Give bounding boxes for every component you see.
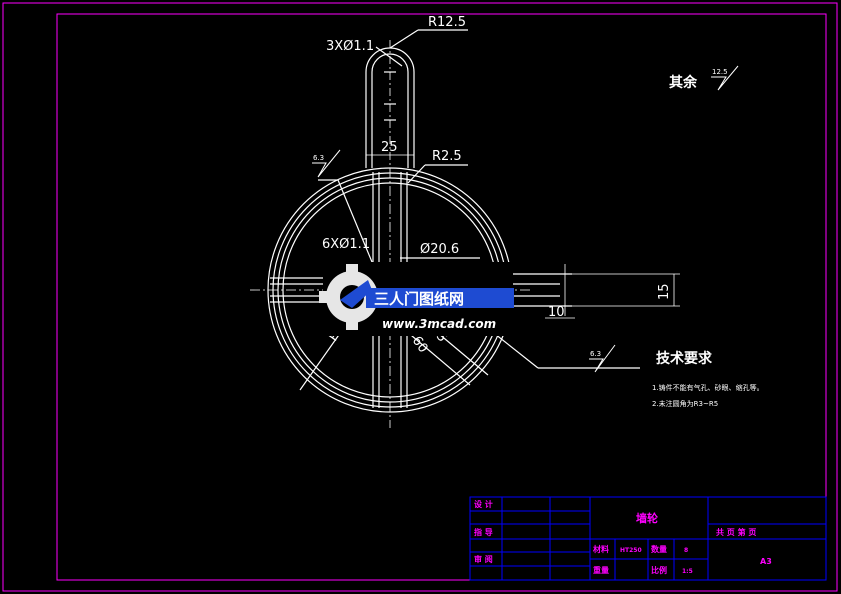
dim-15: 15: [657, 283, 672, 300]
svg-text:6.3: 6.3: [313, 154, 324, 162]
watermark-url: www.3mcad.com: [382, 317, 496, 331]
scale-label: 比例: [651, 565, 667, 575]
surface-finish-rim: 6.3: [589, 344, 616, 373]
title-block: [469, 496, 827, 581]
dim-width-25: 25: [381, 140, 398, 155]
tech-requirement-1: 1.铸件不能有气孔、砂眼、缩孔等。: [652, 383, 764, 392]
sheet-label: 共 页 第 页: [716, 527, 756, 537]
weight-label: 重量: [593, 565, 609, 575]
dim-dia-20-6: Ø20.6: [420, 242, 459, 257]
dim-r12-5: R12.5: [428, 15, 466, 30]
quantity-label: 数量: [651, 544, 667, 554]
dim-r2-5: R2.5: [432, 149, 462, 164]
dim-holes-3x: 3XØ1.1: [326, 39, 374, 54]
approver-label: 审 阅: [474, 554, 493, 564]
dim-10: 10: [548, 305, 565, 320]
inner-frame: [56, 13, 827, 581]
dim-60: 60: [409, 334, 431, 356]
part-name: 墙轮: [636, 511, 658, 525]
quantity-value: 8: [684, 547, 688, 554]
general-finish-label: 其余: [669, 74, 698, 91]
svg-text:12.5: 12.5: [712, 68, 728, 76]
tech-requirements: 技术要求 1.铸件不能有气孔、砂眼、缩孔等。 2.未注圆角为R3~R5: [652, 350, 764, 408]
watermark-brand: 三人门图纸网: [374, 290, 464, 308]
handle-outline: [365, 47, 415, 168]
tech-requirement-2: 2.未注圆角为R3~R5: [652, 399, 718, 408]
sheet-size: A3: [760, 557, 772, 566]
svg-text:6.3: 6.3: [590, 350, 601, 358]
dim-holes-6x: 6XØ1.1: [322, 237, 370, 252]
material-label: 材料: [593, 544, 609, 554]
checker-label: 指 导: [474, 527, 493, 537]
surface-finish-spoke: 6.3: [312, 149, 341, 178]
designer-label: 设 计: [474, 499, 493, 509]
tech-requirements-title: 技术要求: [656, 350, 713, 367]
surface-finish-general: 其余 12.5: [669, 65, 739, 91]
watermark: 三人门图纸网 www.3mcad.com: [319, 262, 514, 336]
material-value: HT250: [620, 547, 642, 554]
scale-value: 1:5: [682, 568, 693, 575]
gear-icon: [319, 264, 378, 330]
wheel-geometry: [250, 29, 680, 428]
